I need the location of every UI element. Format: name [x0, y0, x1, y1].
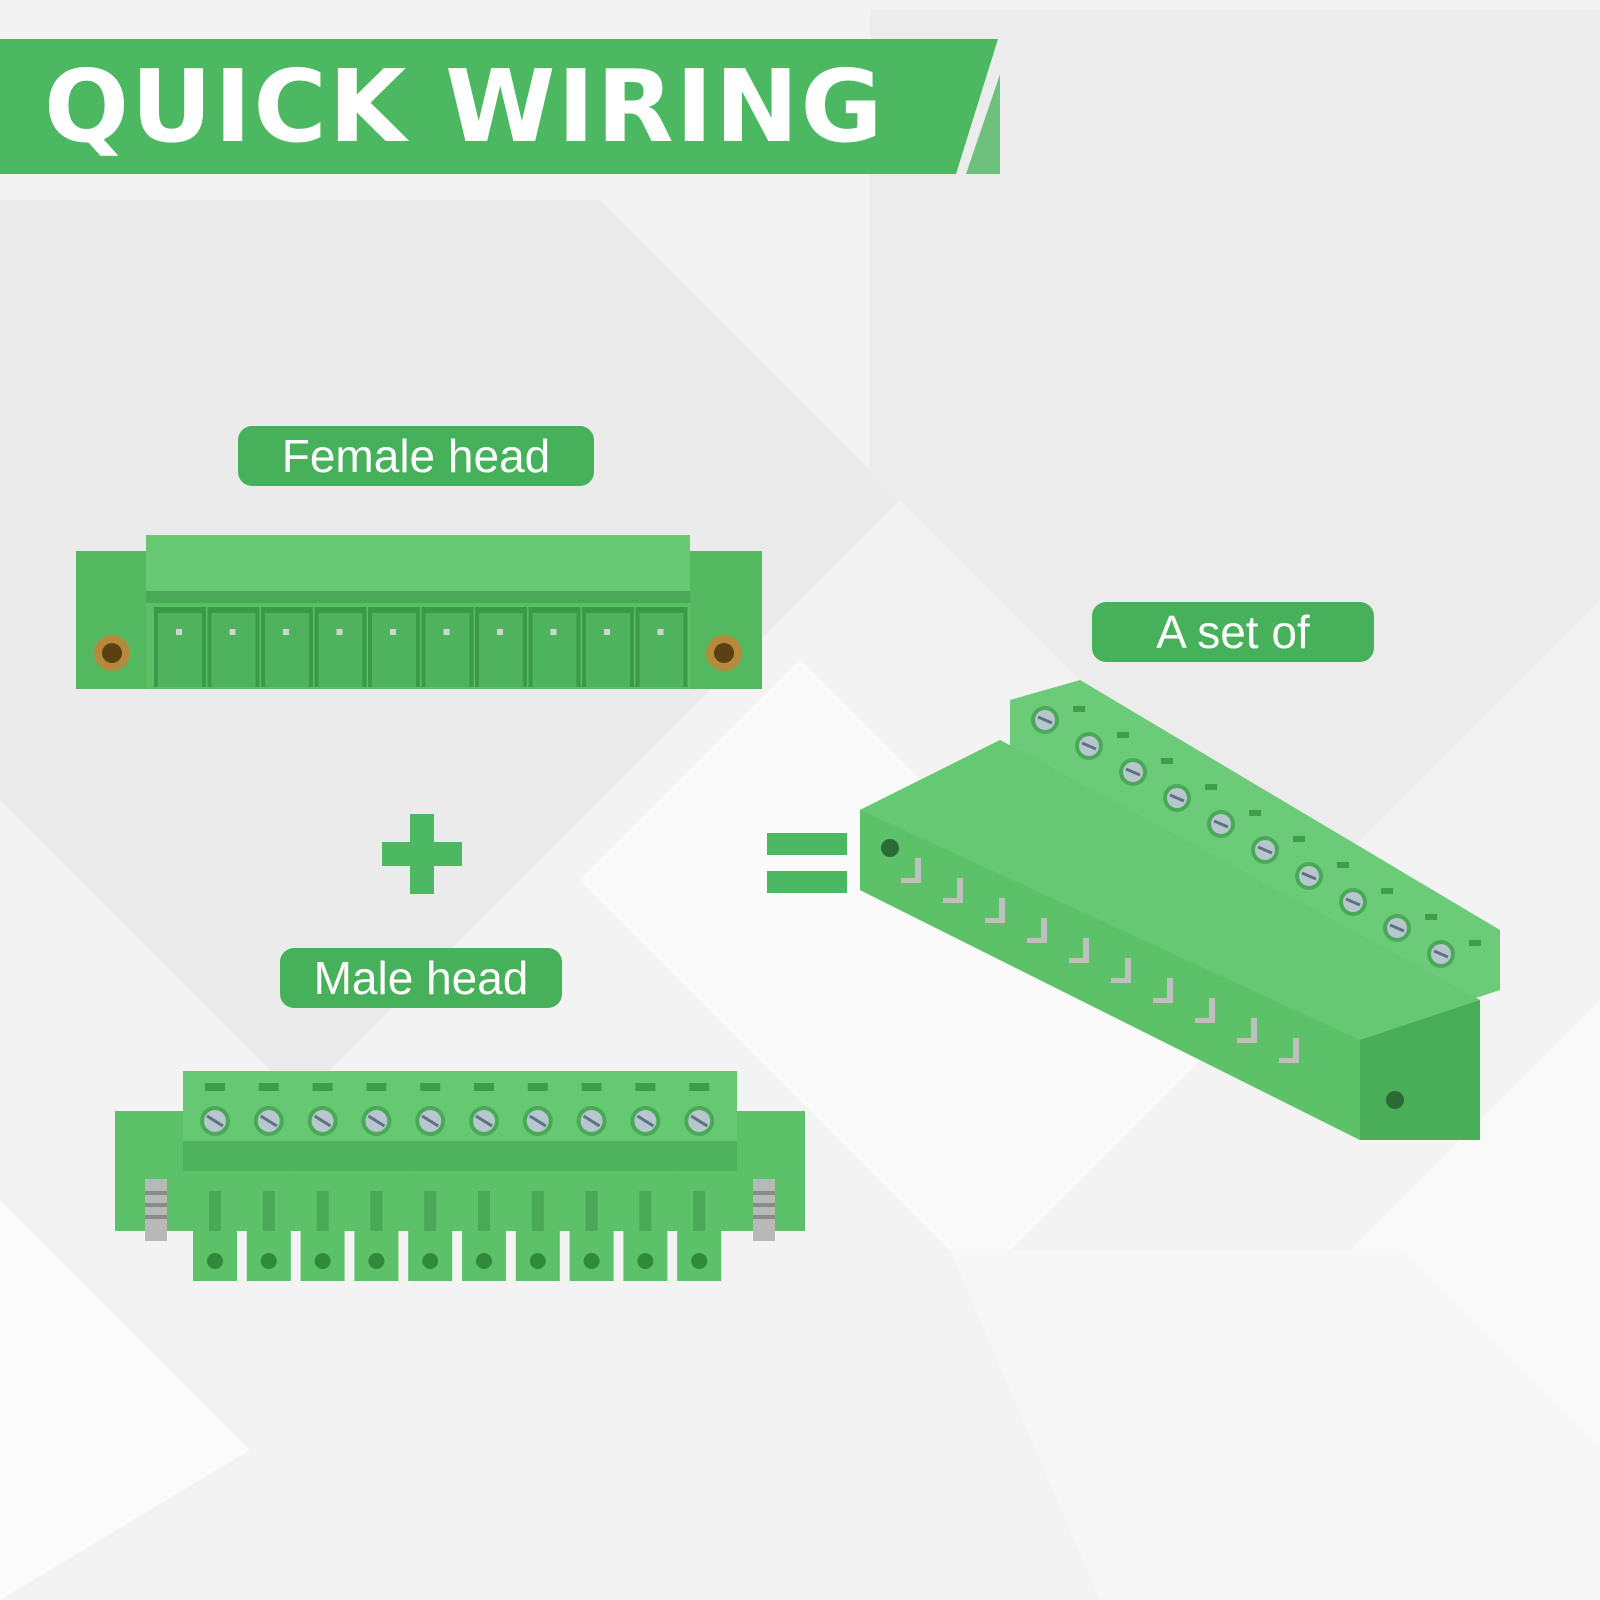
male-head-connector [115, 1071, 805, 1281]
male-head-label: Male head [280, 948, 562, 1008]
wire-entry-hole [476, 1253, 492, 1269]
wire-release-slot [420, 1083, 441, 1091]
set-label: A set of [1092, 602, 1374, 662]
wire-entry-hole [207, 1253, 223, 1269]
pcb-pin [1293, 1038, 1299, 1060]
socket-contact [657, 629, 664, 635]
pcb-pin [1251, 1018, 1257, 1040]
wire-release-slot [689, 1083, 710, 1091]
wire-release-slot [1425, 914, 1437, 920]
wire-entry-hole [529, 1253, 546, 1269]
screw-post-left [145, 1179, 167, 1241]
wire-release-slot [312, 1083, 333, 1091]
pcb-pin [1125, 958, 1131, 980]
pcb-pin [1209, 998, 1215, 1020]
socket-contact [229, 629, 236, 635]
wire-release-slot [1469, 940, 1481, 946]
wire-release-slot [1337, 862, 1349, 868]
socket-contact [336, 629, 343, 635]
pcb-pin [957, 878, 963, 900]
wire-release-slot [366, 1083, 387, 1091]
wire-entry-hole [637, 1253, 654, 1269]
wire-entry-hole [583, 1253, 600, 1269]
plus-sign-icon [382, 814, 462, 894]
pcb-pin [1041, 918, 1047, 940]
socket-contact [283, 629, 289, 635]
wire-release-slot [527, 1083, 548, 1091]
wire-release-slot [258, 1083, 279, 1091]
header-banner [0, 39, 1000, 174]
wire-release-slot [581, 1083, 602, 1091]
female-head-connector [76, 535, 762, 689]
wire-entry-hole [691, 1253, 708, 1269]
banner-title: QUICK WIRING [44, 48, 885, 165]
wire-entry-hole [314, 1253, 331, 1269]
wire-release-slot [1073, 706, 1085, 712]
wire-release-slot [1249, 810, 1261, 816]
pcb-pin [1083, 938, 1089, 960]
wire-release-slot [474, 1083, 494, 1091]
female-head-label: Female head [238, 426, 594, 486]
mounting-insert-left [94, 635, 130, 671]
assembled-connector-set [860, 680, 1500, 1140]
wire-release-slot [1205, 784, 1217, 790]
mount-hole-left [881, 839, 899, 857]
socket-contact [550, 629, 557, 635]
pcb-pin [999, 898, 1005, 920]
wire-release-slot [1117, 732, 1129, 738]
pcb-pin [915, 858, 921, 880]
wire-release-slot [1381, 888, 1393, 894]
wire-entry-hole [422, 1253, 439, 1269]
socket-contact [497, 629, 503, 635]
wire-entry-hole [368, 1253, 385, 1269]
socket-contact [443, 629, 450, 635]
wire-release-slot [205, 1083, 225, 1091]
socket-contact [390, 629, 396, 635]
screw-post-right [753, 1179, 775, 1241]
wire-entry-hole [260, 1253, 277, 1269]
mounting-insert-right [706, 635, 742, 671]
equals-sign-icon [767, 833, 847, 893]
socket-contact [176, 629, 182, 635]
pcb-pin [1167, 978, 1173, 1000]
wire-release-slot [635, 1083, 656, 1091]
mount-hole-right [1386, 1091, 1404, 1109]
socket-contact [604, 629, 610, 635]
wire-release-slot [1161, 758, 1173, 764]
wire-release-slot [1293, 836, 1305, 842]
